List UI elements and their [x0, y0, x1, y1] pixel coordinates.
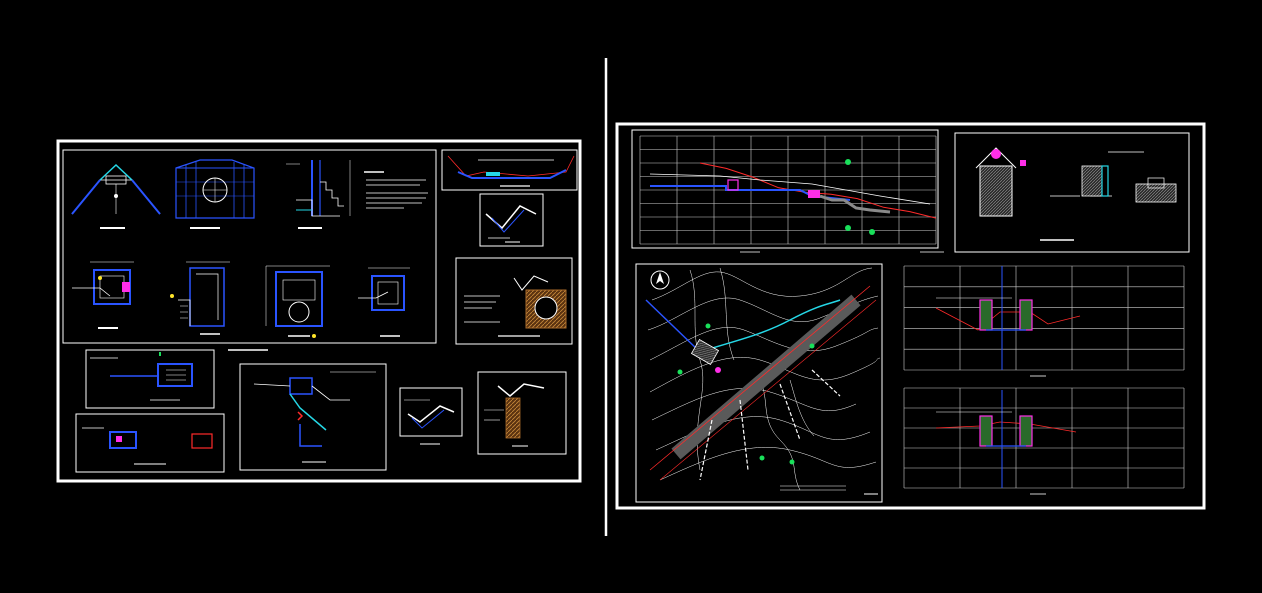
benchmark-3	[869, 229, 875, 235]
drainage-plan-b	[75, 413, 225, 473]
profile-grid	[639, 135, 937, 245]
small-section-mid	[479, 193, 544, 247]
drainage-plan-a	[85, 349, 215, 409]
structure-marker	[727, 179, 739, 191]
benchmark-1	[845, 159, 851, 165]
left-sheet	[56, 139, 582, 483]
section-with-stair	[286, 160, 351, 229]
plan-view-2	[170, 261, 230, 335]
profile-detail	[239, 363, 387, 471]
slope-detail-b	[477, 371, 567, 455]
structure-footprint	[690, 339, 720, 365]
topographic-plan	[635, 263, 883, 503]
longitudinal-profile	[631, 129, 944, 253]
cross-section-1-grid	[903, 265, 1185, 371]
left-sheet-frame	[56, 139, 582, 483]
outlet-marker	[808, 190, 820, 198]
drainage-lines	[699, 369, 841, 481]
slope-detail	[399, 387, 463, 445]
north-arrow-icon	[650, 270, 670, 290]
plan-view-1	[72, 261, 134, 329]
headwall-isometric	[71, 163, 161, 229]
right-sheet	[615, 122, 1206, 510]
small-section-top	[441, 149, 578, 191]
terrain-line	[649, 173, 931, 205]
channel-line	[699, 299, 841, 353]
main-detail-panel	[62, 149, 437, 344]
structure-detail	[954, 132, 1190, 253]
right-sheet-frame	[615, 122, 1206, 510]
legend-panel	[455, 257, 573, 345]
road-axis-line	[649, 285, 871, 471]
cross-section-2	[903, 387, 1185, 495]
plan-view-4	[358, 267, 410, 337]
benchmark-2	[845, 225, 851, 231]
general-notes-lines	[364, 171, 428, 209]
plan-view-3-circle	[265, 265, 330, 338]
road-band	[671, 294, 861, 460]
box-culvert-elevation	[175, 159, 255, 229]
riprap-line	[819, 194, 891, 214]
cross-section-1	[903, 265, 1185, 377]
cross-section-2-grid	[903, 387, 1185, 489]
